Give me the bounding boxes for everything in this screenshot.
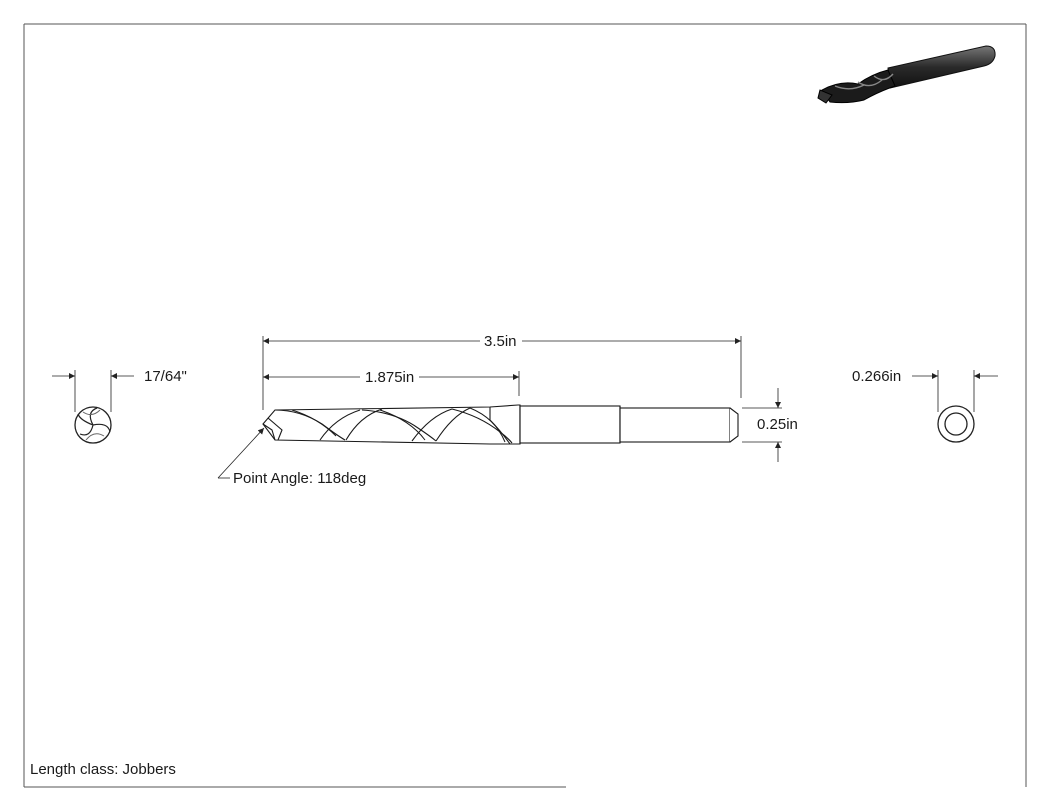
shank-diameter-dimension: 0.25in (742, 388, 798, 462)
drawing-frame (23, 23, 1027, 788)
shank-end-view: 0.266in (852, 368, 998, 443)
flute-length-label: 1.875in (365, 369, 414, 386)
point-angle-label: Point Angle: 118deg (233, 470, 366, 487)
drill-size-label: 17/64" (144, 368, 187, 385)
length-class-note: Length class: Jobbers (30, 761, 176, 778)
shank-diameter-label: 0.25in (757, 416, 798, 433)
point-angle-annotation: Point Angle: 118deg (217, 427, 366, 487)
isometric-drill-view (817, 45, 996, 104)
overall-length-dimension: 3.5in (262, 333, 742, 410)
drill-diameter-label: 0.266in (852, 368, 901, 385)
point-end-view: 17/64" (52, 368, 187, 444)
drill-side-view (262, 404, 739, 445)
overall-length-label: 3.5in (484, 333, 517, 350)
flute-length-dimension: 1.875in (263, 369, 520, 396)
